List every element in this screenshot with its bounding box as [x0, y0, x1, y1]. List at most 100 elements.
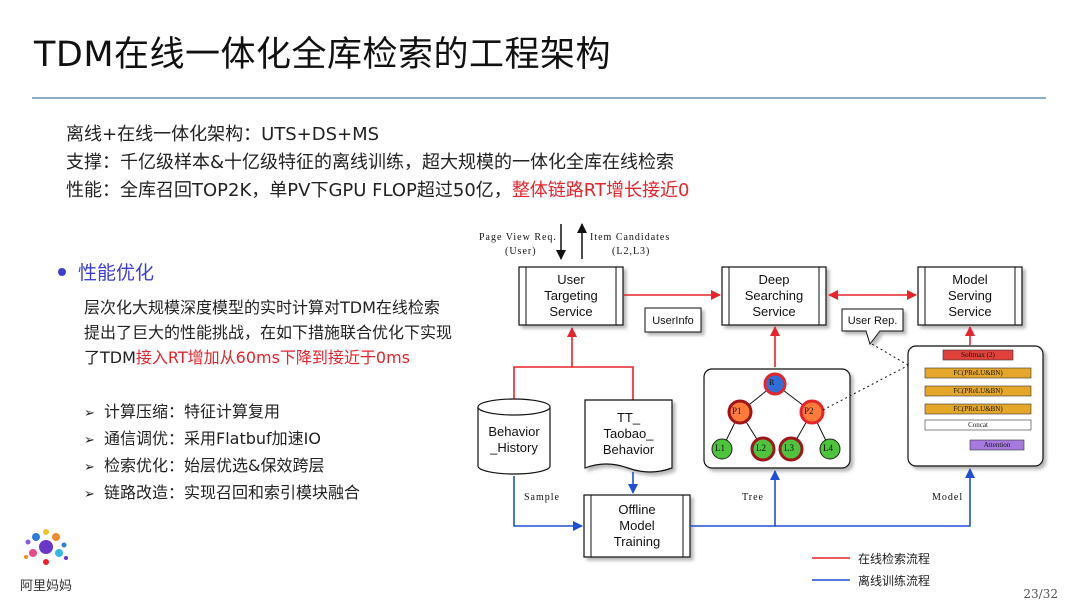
ds-box: [721, 266, 827, 326]
user-rep-tag: [841, 308, 904, 346]
sample-label: Sample: [524, 492, 560, 503]
intro-block: 离线+在线一体化架构：UTS+DS+MS 支撑：千亿级样本&十亿级特征的离线训练…: [66, 121, 689, 205]
arrow-bullet-icon: ➢: [84, 406, 95, 421]
uts-label-line: Targeting: [544, 288, 598, 303]
intro-line-2: 支撑：千亿级样本&十亿级特征的离线训练，超大规模的一体化全库在线检索: [66, 152, 675, 173]
tree-node-p2-label: P2: [804, 406, 814, 416]
pv-request-label: Page View Req.: [479, 232, 557, 243]
layer-fc-2: [924, 385, 1032, 397]
tree-node-p1: [727, 399, 753, 425]
ds-label-line: Service: [752, 304, 796, 319]
sub-list-item-text: 检索优化：始层优选&保效跨层: [104, 456, 325, 475]
userinfo-tag: [644, 307, 702, 333]
title-divider: [32, 97, 1046, 99]
sub-list: ➢ 计算压缩：特征计算复用 ➢ 通信调优：采用Flatbuf加速IO ➢ 检索优化：始…: [84, 399, 360, 507]
layer-fc-1: [924, 367, 1032, 379]
page-number: 23/32: [1023, 587, 1058, 601]
sub-list-item-text: 通信调优：采用Flatbuf加速IO: [104, 429, 321, 448]
logo-text: 阿里妈妈: [19, 579, 72, 594]
ms-label-line: Service: [948, 304, 992, 319]
ds-label-line: Deep: [758, 272, 790, 287]
item-candidates-sub-label: (L2,L3): [612, 246, 651, 257]
tt-to-uts-line: [572, 366, 634, 400]
uts-box: [518, 266, 624, 326]
tt-label-line: Taobao_: [603, 426, 654, 441]
tt-label-line: Behavior: [602, 442, 655, 457]
tree-node-root: [763, 372, 787, 396]
uts-label-line: User: [557, 272, 585, 287]
behavior-history-label: Behavior_History: [478, 424, 550, 456]
uts-label-line: Service: [549, 304, 593, 319]
behavior-label-line: Behavior: [488, 424, 540, 439]
training-label-line: Model: [619, 518, 655, 533]
bullet-dot-icon: [58, 267, 66, 276]
sub-list-item-text: 链路改造：实现召回和索引模块融合: [104, 483, 361, 502]
tree-node-l4-label: L4: [823, 443, 833, 453]
ms-label-line: Model: [952, 272, 988, 287]
tree-node-l2: [750, 436, 776, 462]
sub-list-item-text: 计算压缩：特征计算复用: [104, 402, 281, 421]
arrow-bullet-icon: ➢: [84, 460, 95, 475]
tree-node-l4: [819, 438, 841, 460]
intro-line-3-text: 性能：全库召回TOP2K，单PV下GPU FLOP超过50亿，: [66, 180, 512, 201]
tree-node-p1-label: P1: [732, 406, 742, 416]
bullet-paragraph-highlight: 接入RT增加从60ms下降到接近于0ms: [135, 348, 411, 367]
tt-behavior-doc: [584, 399, 673, 473]
arrow-bullet-icon: ➢: [84, 433, 95, 448]
behavior-to-training-arrow: [513, 476, 583, 531]
item-candidates-label: Item Candidates: [590, 232, 671, 243]
tt-behavior-label: TT_Taobao_Behavior: [585, 410, 672, 458]
ms-label-line: Serving: [947, 288, 993, 303]
layer-concat-label: Concat: [968, 421, 988, 429]
intro-line-3: 性能：全库召回TOP2K，单PV下GPU FLOP超过50亿，整体链路RT增长接…: [66, 177, 689, 205]
sub-list-item: ➢ 链路改造：实现召回和索引模块融合: [84, 480, 360, 507]
userinfo-label: UserInfo: [652, 315, 694, 327]
behavior-history-cylinder: [477, 398, 551, 475]
layer-fc-3: [924, 403, 1032, 415]
model-label: Model: [932, 492, 964, 503]
offline-training-box: [583, 494, 691, 558]
behavior-to-uts-arrow: [513, 327, 577, 400]
bullet-heading-text: 性能优化: [78, 262, 155, 284]
tree-label: Tree: [742, 492, 764, 503]
training-to-model-arrow: [775, 468, 975, 527]
tree-node-root-label: R: [769, 378, 775, 387]
tree-node-l2-label: L2: [756, 443, 766, 453]
tree-node-p2: [799, 399, 825, 425]
layer-fc-2-label: FC(PReLU&BN): [953, 387, 1003, 395]
behavior-label-line: _History: [490, 440, 538, 455]
tt-label-line: TT_: [616, 410, 641, 425]
tree-node-l3-label: L3: [784, 443, 794, 453]
page-title: TDM在线一体化全库检索的工程架构: [34, 35, 612, 75]
legend-offline-label: 离线训练流程: [858, 574, 931, 588]
sub-list-item: ➢ 检索优化：始层优选&保效跨层: [84, 453, 360, 480]
sub-list-item: ➢ 计算压缩：特征计算复用: [84, 399, 360, 426]
tree-panel: [703, 368, 851, 469]
layer-concat: [924, 419, 1032, 431]
layer-fc-1-label: FC(PReLU&BN): [953, 369, 1003, 377]
bullet-heading: 性能优化: [58, 258, 154, 285]
intro-line-1: 离线+在线一体化架构：UTS+DS+MS: [66, 124, 380, 145]
ds-label-line: Searching: [744, 288, 804, 303]
sub-list-item: ➢ 通信调优：采用Flatbuf加速IO: [84, 426, 360, 453]
training-label-line: Offline: [618, 502, 656, 517]
legend-online-label: 在线检索流程: [858, 552, 931, 566]
layer-attention: [969, 439, 1025, 451]
bullet-paragraph-text: 层次化大规模深度模型的实时计算对TDM在线检索提出了巨大的性能挑战，在如下措施联…: [84, 298, 453, 367]
intro-line-3-highlight: 整体链路RT增长接近0: [511, 180, 690, 201]
tree-node-l3: [778, 436, 804, 462]
tree-node-l1: [711, 438, 733, 460]
tree-node-l1-label: L1: [715, 443, 725, 453]
training-label-line: Training: [613, 534, 661, 549]
ms-box: [917, 266, 1023, 326]
bullet-paragraph: 层次化大规模深度模型的实时计算对TDM在线检索提出了巨大的性能挑战，在如下措施联…: [84, 295, 454, 370]
arrow-bullet-icon: ➢: [84, 487, 95, 502]
layer-attention-label: Attention: [983, 441, 1011, 449]
alimama-logo-icon: [24, 529, 68, 565]
user-rep-label: User Rep.: [847, 315, 898, 327]
pv-user-label: (User): [505, 246, 537, 257]
